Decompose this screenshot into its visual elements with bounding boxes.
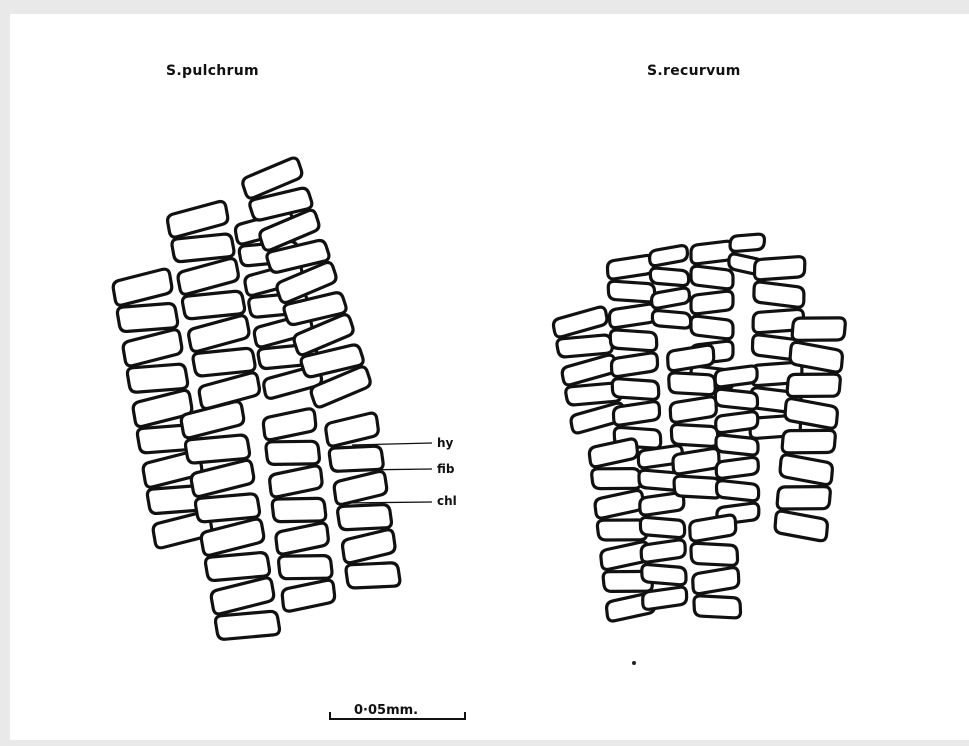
right-species-title: S.recurvum <box>647 63 741 79</box>
left-species-title: S.pulchrum <box>166 63 259 79</box>
hyaline-cell <box>270 466 322 497</box>
hyaline-cell <box>641 540 685 562</box>
hy-leader-line <box>352 443 432 445</box>
hyaline-cell <box>690 515 736 541</box>
right-strand-12 <box>690 515 741 618</box>
specimen-dot <box>632 661 636 665</box>
hyaline-cell <box>650 268 688 285</box>
hyaline-cell <box>557 335 612 357</box>
hyaline-cell <box>196 494 260 522</box>
hyaline-cell <box>652 288 690 308</box>
s-pulchrum-drawing <box>113 158 400 639</box>
hyaline-cell <box>715 366 757 387</box>
hyaline-cell <box>668 345 714 370</box>
right-strand-2 <box>607 255 660 448</box>
hyaline-cell <box>652 311 690 328</box>
hyaline-cell <box>113 269 172 305</box>
hyaline-cell <box>338 505 392 530</box>
hyaline-cell <box>669 373 715 395</box>
hyaline-cell <box>193 348 255 375</box>
hyaline-cell <box>673 449 719 474</box>
hyaline-cell <box>282 580 334 611</box>
hyaline-cell <box>716 457 758 478</box>
hyaline-cell <box>610 330 656 351</box>
hyaline-cell <box>691 291 733 314</box>
hyaline-cell <box>263 409 315 440</box>
hyaline-cell <box>346 563 400 588</box>
hyaline-cell <box>211 578 273 614</box>
hyaline-cell <box>279 556 332 579</box>
hyaline-cell <box>607 255 653 278</box>
hyaline-cell <box>266 441 319 464</box>
hyaline-cell <box>674 476 721 498</box>
hyaline-cell <box>650 246 688 266</box>
hyaline-cell <box>117 304 177 332</box>
hyaline-cell <box>276 523 328 554</box>
left-strand-6 <box>263 409 334 611</box>
hyaline-cell <box>782 430 835 452</box>
hyaline-cell <box>715 389 757 409</box>
hyaline-cell <box>691 316 733 339</box>
hyaline-cell <box>640 517 684 537</box>
hyaline-cell <box>754 282 804 307</box>
hyaline-cell <box>168 201 228 237</box>
hyaline-cell <box>216 611 280 639</box>
right-strand-3 <box>650 246 691 328</box>
hyaline-cell <box>670 397 716 422</box>
hyaline-cell <box>691 241 733 264</box>
hyaline-cell <box>716 481 758 501</box>
left-strand-7 <box>326 413 400 588</box>
hyaline-cell <box>716 435 758 455</box>
fibril-label: fib <box>437 462 454 476</box>
hyaline-cell <box>671 425 718 447</box>
hyaline-cell <box>611 353 657 376</box>
hyaline-cell <box>127 364 187 392</box>
hyaline-cell <box>777 487 830 509</box>
hyaline-cell <box>787 374 840 396</box>
hyaline-cell <box>792 318 845 340</box>
hyaline-cell <box>595 491 643 519</box>
hyaline-cell <box>326 413 378 446</box>
hyaline-cell <box>172 234 234 261</box>
chlorophyllose-cell-label: chl <box>437 494 457 508</box>
hyaline-cell <box>613 402 659 425</box>
hyaline-cell <box>178 259 238 295</box>
scale-bar-label: 0·05mm. <box>354 703 418 718</box>
hyaline-cell <box>562 355 615 385</box>
hyaline-cell <box>691 266 733 289</box>
hyaline-cell <box>693 568 739 594</box>
hyaline-cell <box>334 471 386 504</box>
hyaline-cell <box>329 446 383 471</box>
hyaline-cell <box>608 281 654 302</box>
hyaline-cell <box>612 379 658 400</box>
hyaline-cell <box>694 596 741 618</box>
hyaline-cell <box>775 511 827 541</box>
hyaline-cell <box>189 316 249 352</box>
hyaline-cell <box>123 330 182 366</box>
hyaline-cell <box>186 435 250 463</box>
hyaline-cell <box>343 530 395 563</box>
hyaline-cell <box>272 498 325 521</box>
hyaline-cell <box>553 307 606 337</box>
hyaline-cell-label: hy <box>437 436 453 450</box>
hyaline-cell <box>716 412 758 433</box>
hyaline-cell <box>642 565 686 585</box>
hyaline-cell <box>206 553 270 581</box>
hyaline-cell <box>592 469 641 489</box>
hyaline-cell <box>643 587 687 609</box>
hyaline-cell <box>754 257 804 280</box>
s-recurvum-drawing <box>553 234 845 621</box>
hyaline-cell <box>691 543 738 565</box>
hyaline-cell <box>730 234 764 251</box>
hyaline-cell <box>609 304 655 327</box>
hyaline-cell <box>182 291 244 318</box>
hyaline-cell <box>780 455 832 485</box>
hyaline-cell <box>589 439 637 467</box>
